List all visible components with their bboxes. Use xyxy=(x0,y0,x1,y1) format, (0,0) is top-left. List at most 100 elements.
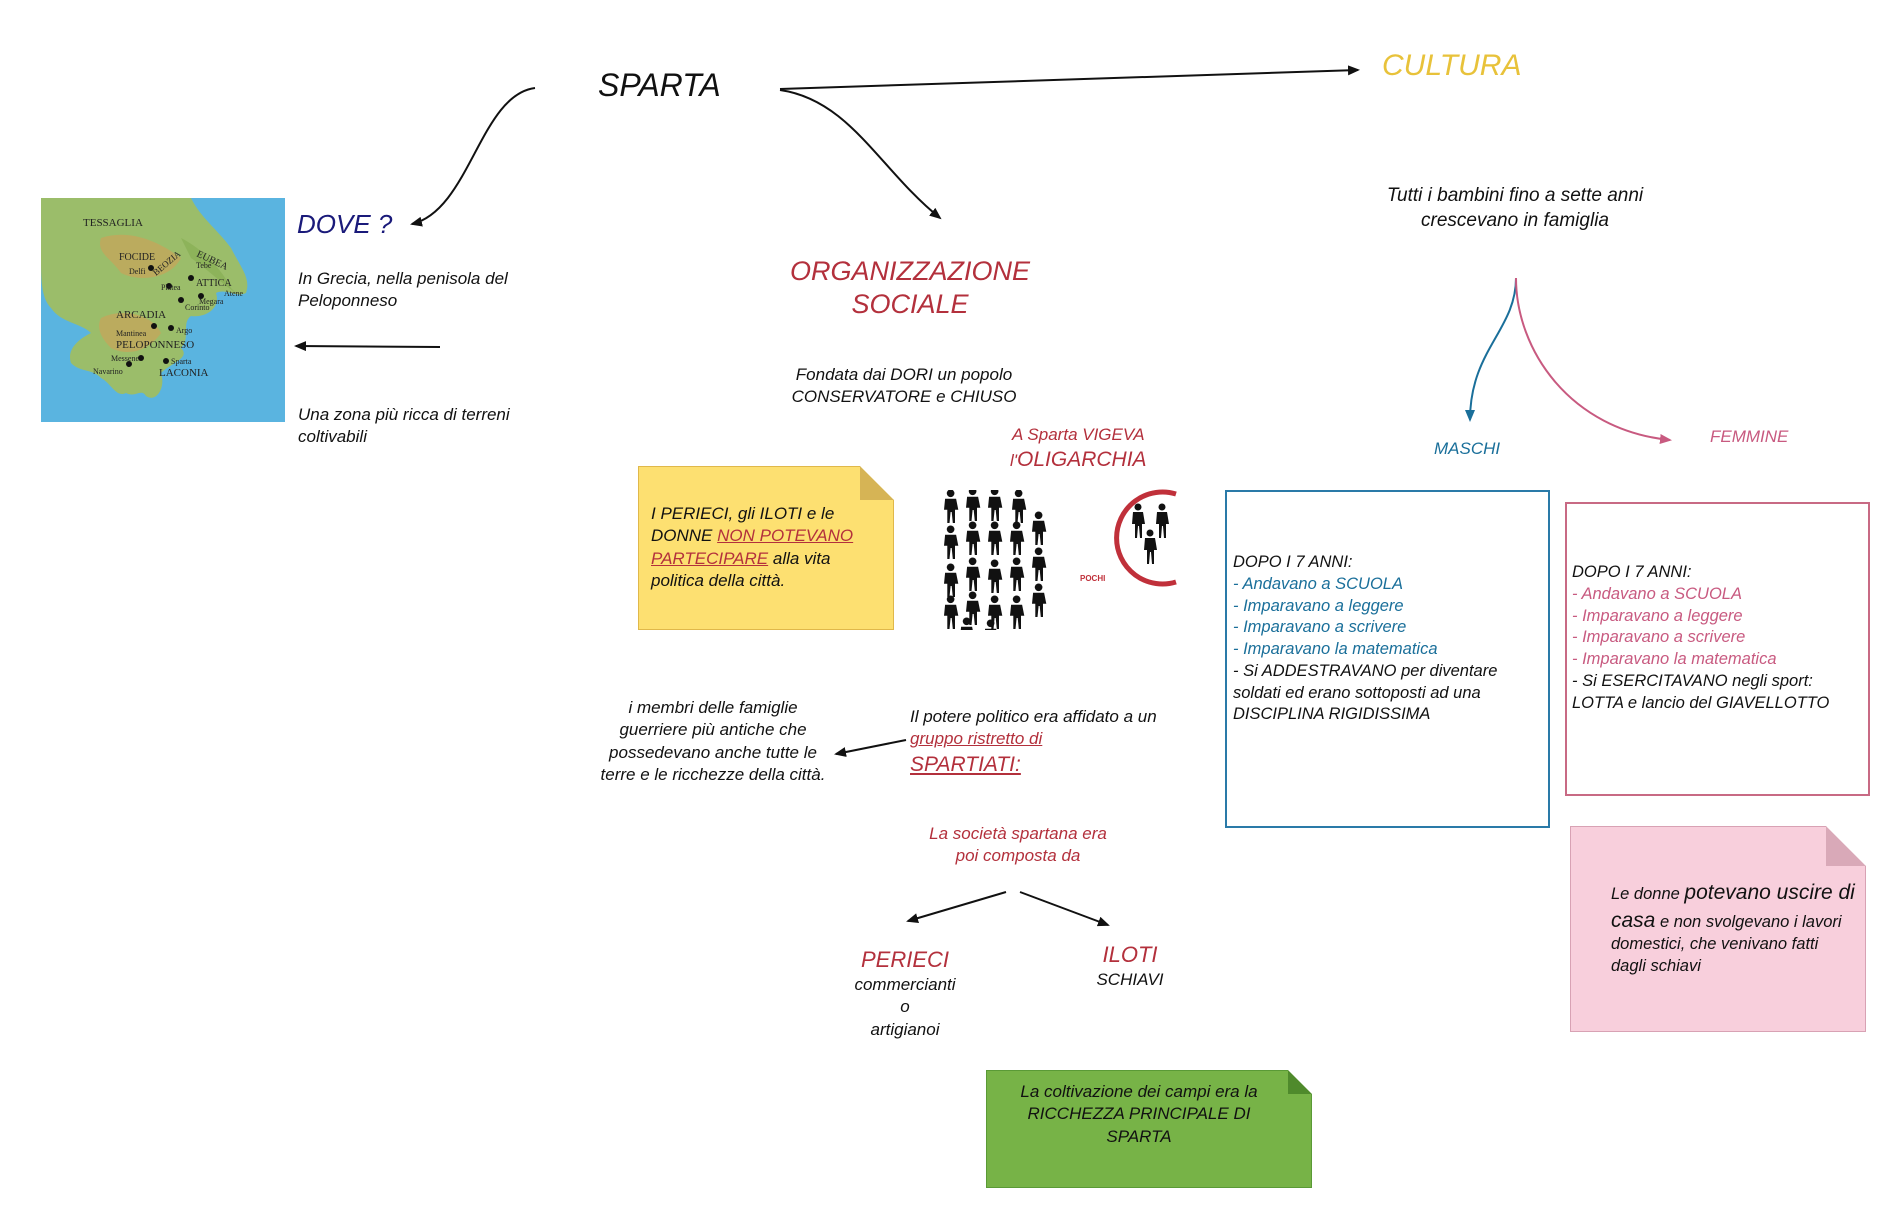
crowd-icon xyxy=(944,490,1047,630)
note-pink-text: Le donne potevano uscire di casa e non s… xyxy=(1611,879,1856,978)
bambini-text: Tutti i bambini fino a sette anni cresce… xyxy=(1386,185,1644,232)
societa-text: La società spartana era poi composta da xyxy=(929,824,1107,866)
map-label: Delfi xyxy=(129,267,146,276)
maschi-label: MASCHI xyxy=(1434,439,1501,458)
person-icon xyxy=(966,521,981,555)
organizzazione-heading: ORGANIZZAZIONE SOCIALE xyxy=(760,255,1060,321)
note-green: La coltivazione dei campi era la RICCHEZ… xyxy=(986,1070,1312,1188)
arrow-sparta-to-organizzazione xyxy=(779,89,942,220)
person-icon xyxy=(984,619,997,630)
person-icon xyxy=(1010,521,1025,555)
femmine-intro: DOPO I 7 ANNI: xyxy=(1572,563,1692,581)
femmine-item: - Imparavano a leggere xyxy=(1572,606,1743,625)
potere-part1: Il potere politico era affidato a un xyxy=(910,707,1157,726)
femmine-box: DOPO I 7 ANNI: - Andavano a SCUOLA - Imp… xyxy=(1565,502,1870,796)
arrow-sparta-to-cultura xyxy=(779,65,1360,90)
femmine-item: - Andavano a SCUOLA xyxy=(1572,584,1742,603)
person-icon xyxy=(960,617,973,630)
spartiati-word: SPARTIATI: xyxy=(910,752,1021,776)
person-icon xyxy=(944,490,959,523)
arrow-to-membri xyxy=(834,739,907,757)
arrow-to-iloti xyxy=(1019,891,1110,927)
map-label: Navarino xyxy=(93,367,123,376)
perieci-line3: artigianoi xyxy=(870,1019,940,1039)
person-icon xyxy=(1010,557,1025,591)
person-icon xyxy=(988,559,1003,593)
person-icon xyxy=(1032,547,1047,581)
maschi-item: - Imparavano a scrivere xyxy=(1233,618,1407,637)
arrow-to-map xyxy=(294,341,441,352)
person-icon xyxy=(1012,490,1027,523)
maschi-item: - Imparavano a leggere xyxy=(1233,596,1404,615)
map-label: LACONIA xyxy=(159,367,209,379)
note-green-text: La coltivazione dei campi era la RICCHEZ… xyxy=(1020,1082,1258,1146)
person-icon xyxy=(1032,511,1047,545)
map-label: Tebe xyxy=(196,261,212,270)
map-label: Argo xyxy=(176,326,192,335)
map-label: Mantinea xyxy=(116,329,147,338)
map-label: Megara xyxy=(199,297,224,306)
iloti-title: ILOTI xyxy=(1102,942,1158,967)
arrow-sparta-to-dove xyxy=(410,87,536,227)
person-icon xyxy=(1032,583,1047,617)
person-icon xyxy=(1010,595,1025,629)
note-fold-icon xyxy=(1826,826,1866,866)
femmine-extra: - Si ESERCITAVANO negli sport: LOTTA e l… xyxy=(1572,671,1830,712)
map-label: ARCADIA xyxy=(116,309,166,321)
oligarchia-word: OLIGARCHIA xyxy=(1017,448,1147,471)
maschi-item: - Andavano a SCUOLA xyxy=(1233,574,1403,593)
person-icon xyxy=(988,521,1003,555)
title-sparta: SPARTA xyxy=(598,67,721,103)
perieci-line1: commercianti xyxy=(854,975,956,995)
dove-text-zona: Una zona più ricca di terreni coltivabil… xyxy=(298,405,510,447)
perieci-block: PERIECI commercianti o artigianoi xyxy=(830,945,980,1041)
map-label: ATTICA xyxy=(196,278,232,289)
vigeva-text: A Sparta VIGEVA xyxy=(1012,425,1145,444)
membri-text: i membri delle famiglie guerriere più an… xyxy=(600,698,826,785)
femmine-item: - Imparavano a scrivere xyxy=(1572,628,1746,647)
dove-heading: DOVE ? xyxy=(297,209,393,239)
maschi-box: DOPO I 7 ANNI: - Andavano a SCUOLA - Imp… xyxy=(1225,490,1550,828)
perieci-line2: o xyxy=(900,997,910,1017)
map-label: Sparta xyxy=(171,357,192,366)
note-pink-part2: e non svolgevano i lavori domestici, che… xyxy=(1611,912,1842,976)
greece-map: TESSAGLIA FOCIDE Delfi BEOZIA EUBEA Tebe… xyxy=(41,198,285,422)
person-icon xyxy=(966,557,981,591)
person-icon xyxy=(944,525,959,559)
arrow-to-perieci xyxy=(906,891,1007,923)
maschi-intro: DOPO I 7 ANNI: xyxy=(1233,553,1353,571)
person-icon xyxy=(966,490,981,521)
potere-text: Il potere politico era affidato a un gru… xyxy=(910,706,1160,779)
map-label: Atene xyxy=(224,289,244,298)
note-yellow-part1: I PERIECI, gli ILOTI e le DONNE xyxy=(651,504,835,546)
map-label: Platea xyxy=(161,283,181,292)
maschi-extra: - Si ADDESTRAVANO per diventare soldati … xyxy=(1233,661,1498,724)
person-icon xyxy=(944,563,959,597)
vigeva-article: l' xyxy=(1010,451,1018,470)
iloti-block: ILOTI SCHIAVI xyxy=(1070,940,1190,991)
arrow-to-femmine xyxy=(1515,277,1672,444)
map-label: TESSAGLIA xyxy=(83,217,143,229)
note-yellow-underlined: NON POTEVANO PARTECIPARE xyxy=(651,526,854,568)
note-yellow: I PERIECI, gli ILOTI e le DONNE NON POTE… xyxy=(638,466,894,630)
note-yellow-part2: alla vita politica della città. xyxy=(651,548,831,591)
note-pink: Le donne potevano uscire di casa e non s… xyxy=(1570,826,1866,1032)
organizzazione-heading-line1: ORGANIZZAZIONE xyxy=(789,256,1030,286)
dove-text-grecia: In Grecia, nella penisola del Peloponnes… xyxy=(298,269,508,311)
cultura-heading: CULTURA xyxy=(1382,49,1522,82)
note-pink-big: potevano uscire di casa xyxy=(1611,881,1855,932)
oligarchia-text: l'OLIGARCHIA xyxy=(1010,446,1147,474)
arrow-to-maschi xyxy=(1465,277,1517,422)
potere-underlined: gruppo ristretto di xyxy=(910,729,1043,749)
map-label: Messene xyxy=(111,354,139,363)
organizzazione-heading-line2: SOCIALE xyxy=(851,288,969,319)
fondata-text: Fondata dai DORI un popolo CONSERVATORE … xyxy=(791,365,1017,407)
femmine-item: - Imparavano la matematica xyxy=(1572,650,1777,669)
map-label: FOCIDE xyxy=(119,252,155,263)
maschi-item: - Imparavano la matematica xyxy=(1233,640,1438,659)
pochi-icon: POCHI xyxy=(1080,486,1180,592)
map-label: Corinto xyxy=(185,303,209,312)
femmine-content: DOPO I 7 ANNI: - Andavano a SCUOLA - Imp… xyxy=(1572,562,1864,714)
perieci-title: PERIECI xyxy=(860,947,950,972)
